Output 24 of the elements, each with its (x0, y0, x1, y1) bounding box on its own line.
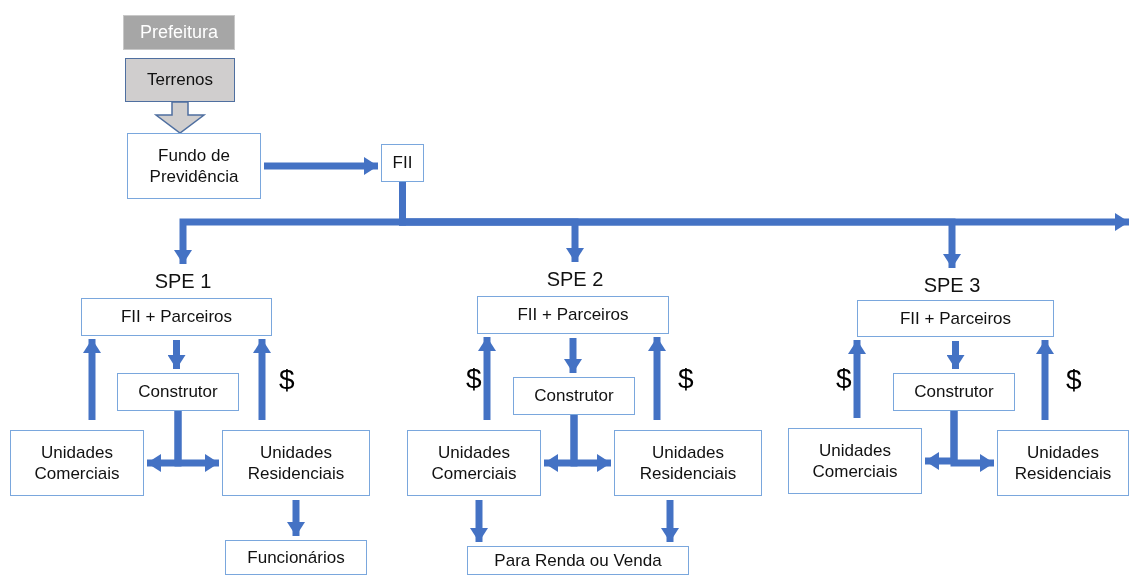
process-box: Construtor (893, 373, 1015, 411)
process-box: Construtor (117, 373, 239, 411)
process-box: Unidades Residenciais (614, 430, 762, 496)
group-heading: SPE 3 (912, 271, 992, 299)
process-box: FII + Parceiros (81, 298, 272, 336)
group-heading: SPE 1 (143, 267, 223, 295)
callout-box: Terrenos (125, 58, 235, 102)
edge-label: $ (1065, 366, 1083, 394)
edge-label: $ (835, 365, 853, 393)
block-arrow (153, 101, 207, 134)
process-box: Funcionários (225, 540, 367, 575)
process-box: Construtor (513, 377, 635, 415)
process-box: Unidades Residenciais (222, 430, 370, 496)
process-box: FII + Parceiros (857, 300, 1054, 337)
process-box: FII + Parceiros (477, 296, 669, 334)
process-box: Unidades Comerciais (407, 430, 541, 496)
process-box: Unidades Comerciais (10, 430, 144, 496)
agency-box: Prefeitura (123, 15, 235, 50)
process-box: Unidades Residenciais (997, 430, 1129, 496)
process-box: Fundo de Previdência (127, 133, 261, 199)
process-box: Para Renda ou Venda (467, 546, 689, 575)
process-box: FII (381, 144, 424, 182)
group-heading: SPE 2 (535, 265, 615, 293)
process-box: Unidades Comerciais (788, 428, 922, 494)
